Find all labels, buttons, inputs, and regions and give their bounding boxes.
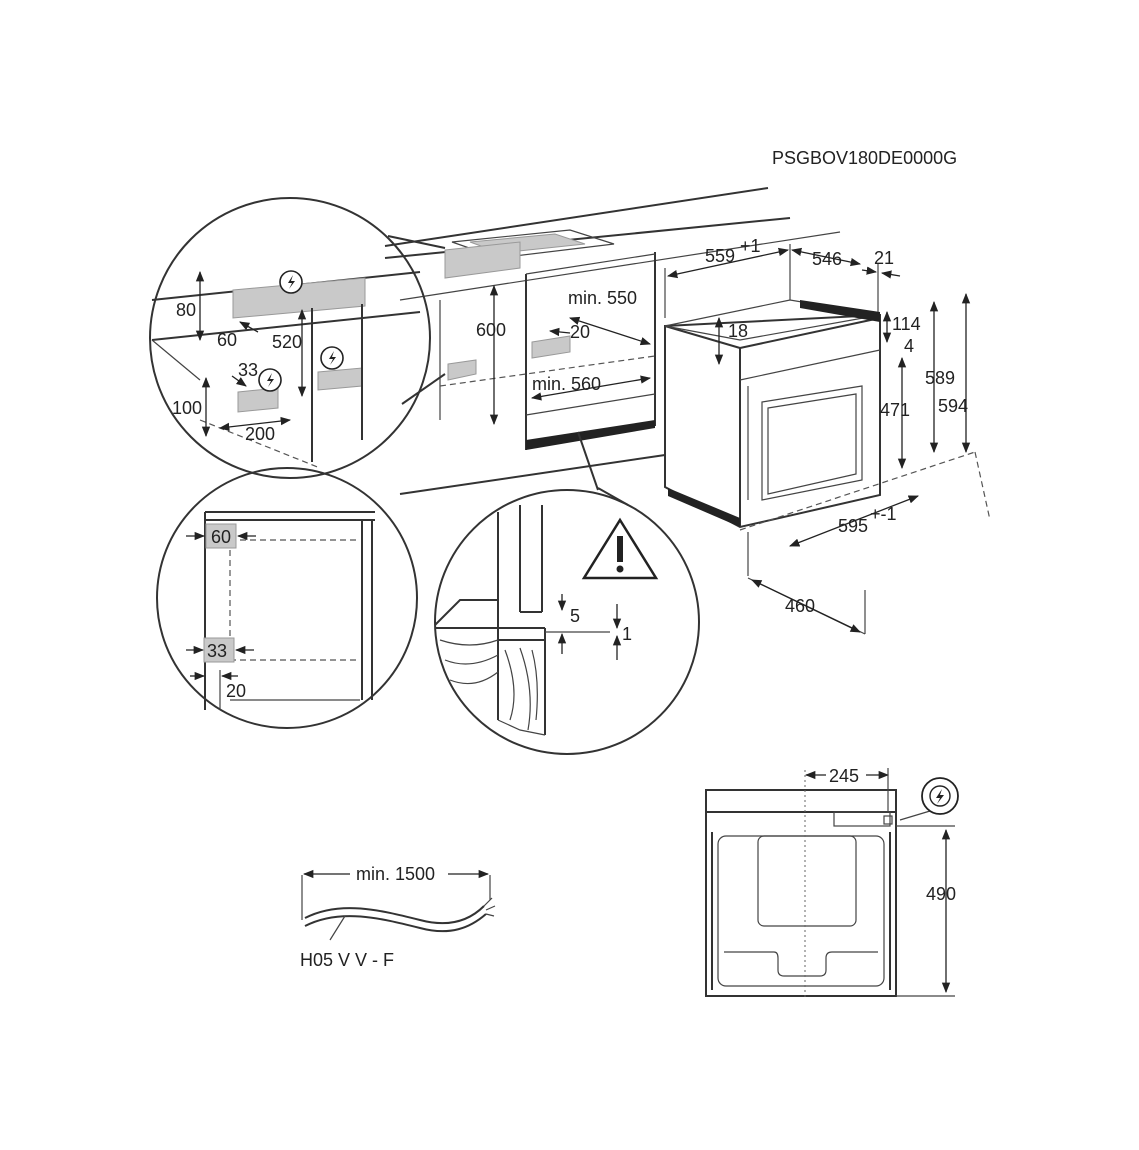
electric-socket-icon	[279, 270, 303, 294]
width-body-label: 460	[785, 596, 815, 616]
warning-triangle-icon	[581, 517, 659, 580]
depth-with-door-tol: +1	[740, 236, 761, 256]
power-cable	[301, 875, 496, 941]
side-gap-label: 20	[226, 681, 246, 701]
side-bottom-vent-label: 33	[207, 641, 227, 661]
electric-socket-icon	[258, 368, 282, 392]
niche-min-depth-label: min. 550	[568, 288, 637, 308]
height-inner-label: 589	[925, 368, 955, 388]
oven-body	[664, 299, 881, 529]
install-gap-top-label: 5	[570, 606, 580, 626]
socket-side-gap-label: 60	[217, 330, 237, 350]
width-tol: +-1	[870, 504, 897, 524]
door-thickness-label: 21	[874, 248, 894, 268]
product-code: PSGBOV180DE0000G	[772, 148, 957, 168]
install-gap-bottom-label: 1	[622, 624, 632, 644]
door-glass-height-label: 471	[880, 400, 910, 420]
panel-gap-label: 4	[904, 336, 914, 356]
socket-offset-label: 33	[238, 360, 258, 380]
niche-height-label: 600	[476, 320, 506, 340]
depth-body-label: 546	[812, 249, 842, 269]
electric-socket-icon	[320, 346, 344, 370]
depth-with-door-label: 559	[705, 246, 735, 266]
height-total-label: 594	[938, 396, 968, 416]
oven-rear-view	[705, 770, 955, 1000]
niche-rear-gap-label: 20	[570, 322, 590, 342]
rear-socket-offset-label: 245	[829, 766, 859, 786]
cable-length-label: min. 1500	[356, 864, 435, 884]
rear-socket-height-label: 490	[926, 884, 956, 904]
panel-height-label: 114	[892, 314, 921, 334]
cable-type-label: H05 V V - F	[300, 950, 394, 970]
socket-top-band-label: 80	[176, 300, 196, 320]
niche-min-width-label: min. 560	[532, 374, 601, 394]
socket-bottom-label: 100	[172, 398, 202, 418]
width-label: 595	[838, 516, 868, 536]
side-vent-detail-circle	[156, 467, 418, 729]
socket-width-label: 200	[245, 424, 275, 444]
install-gap-detail-circle	[434, 431, 700, 755]
socket-height-label: 520	[272, 332, 302, 352]
side-top-vent-label: 60	[211, 527, 231, 547]
top-offset-label: 18	[728, 321, 748, 341]
electric-socket-icon	[921, 777, 959, 815]
